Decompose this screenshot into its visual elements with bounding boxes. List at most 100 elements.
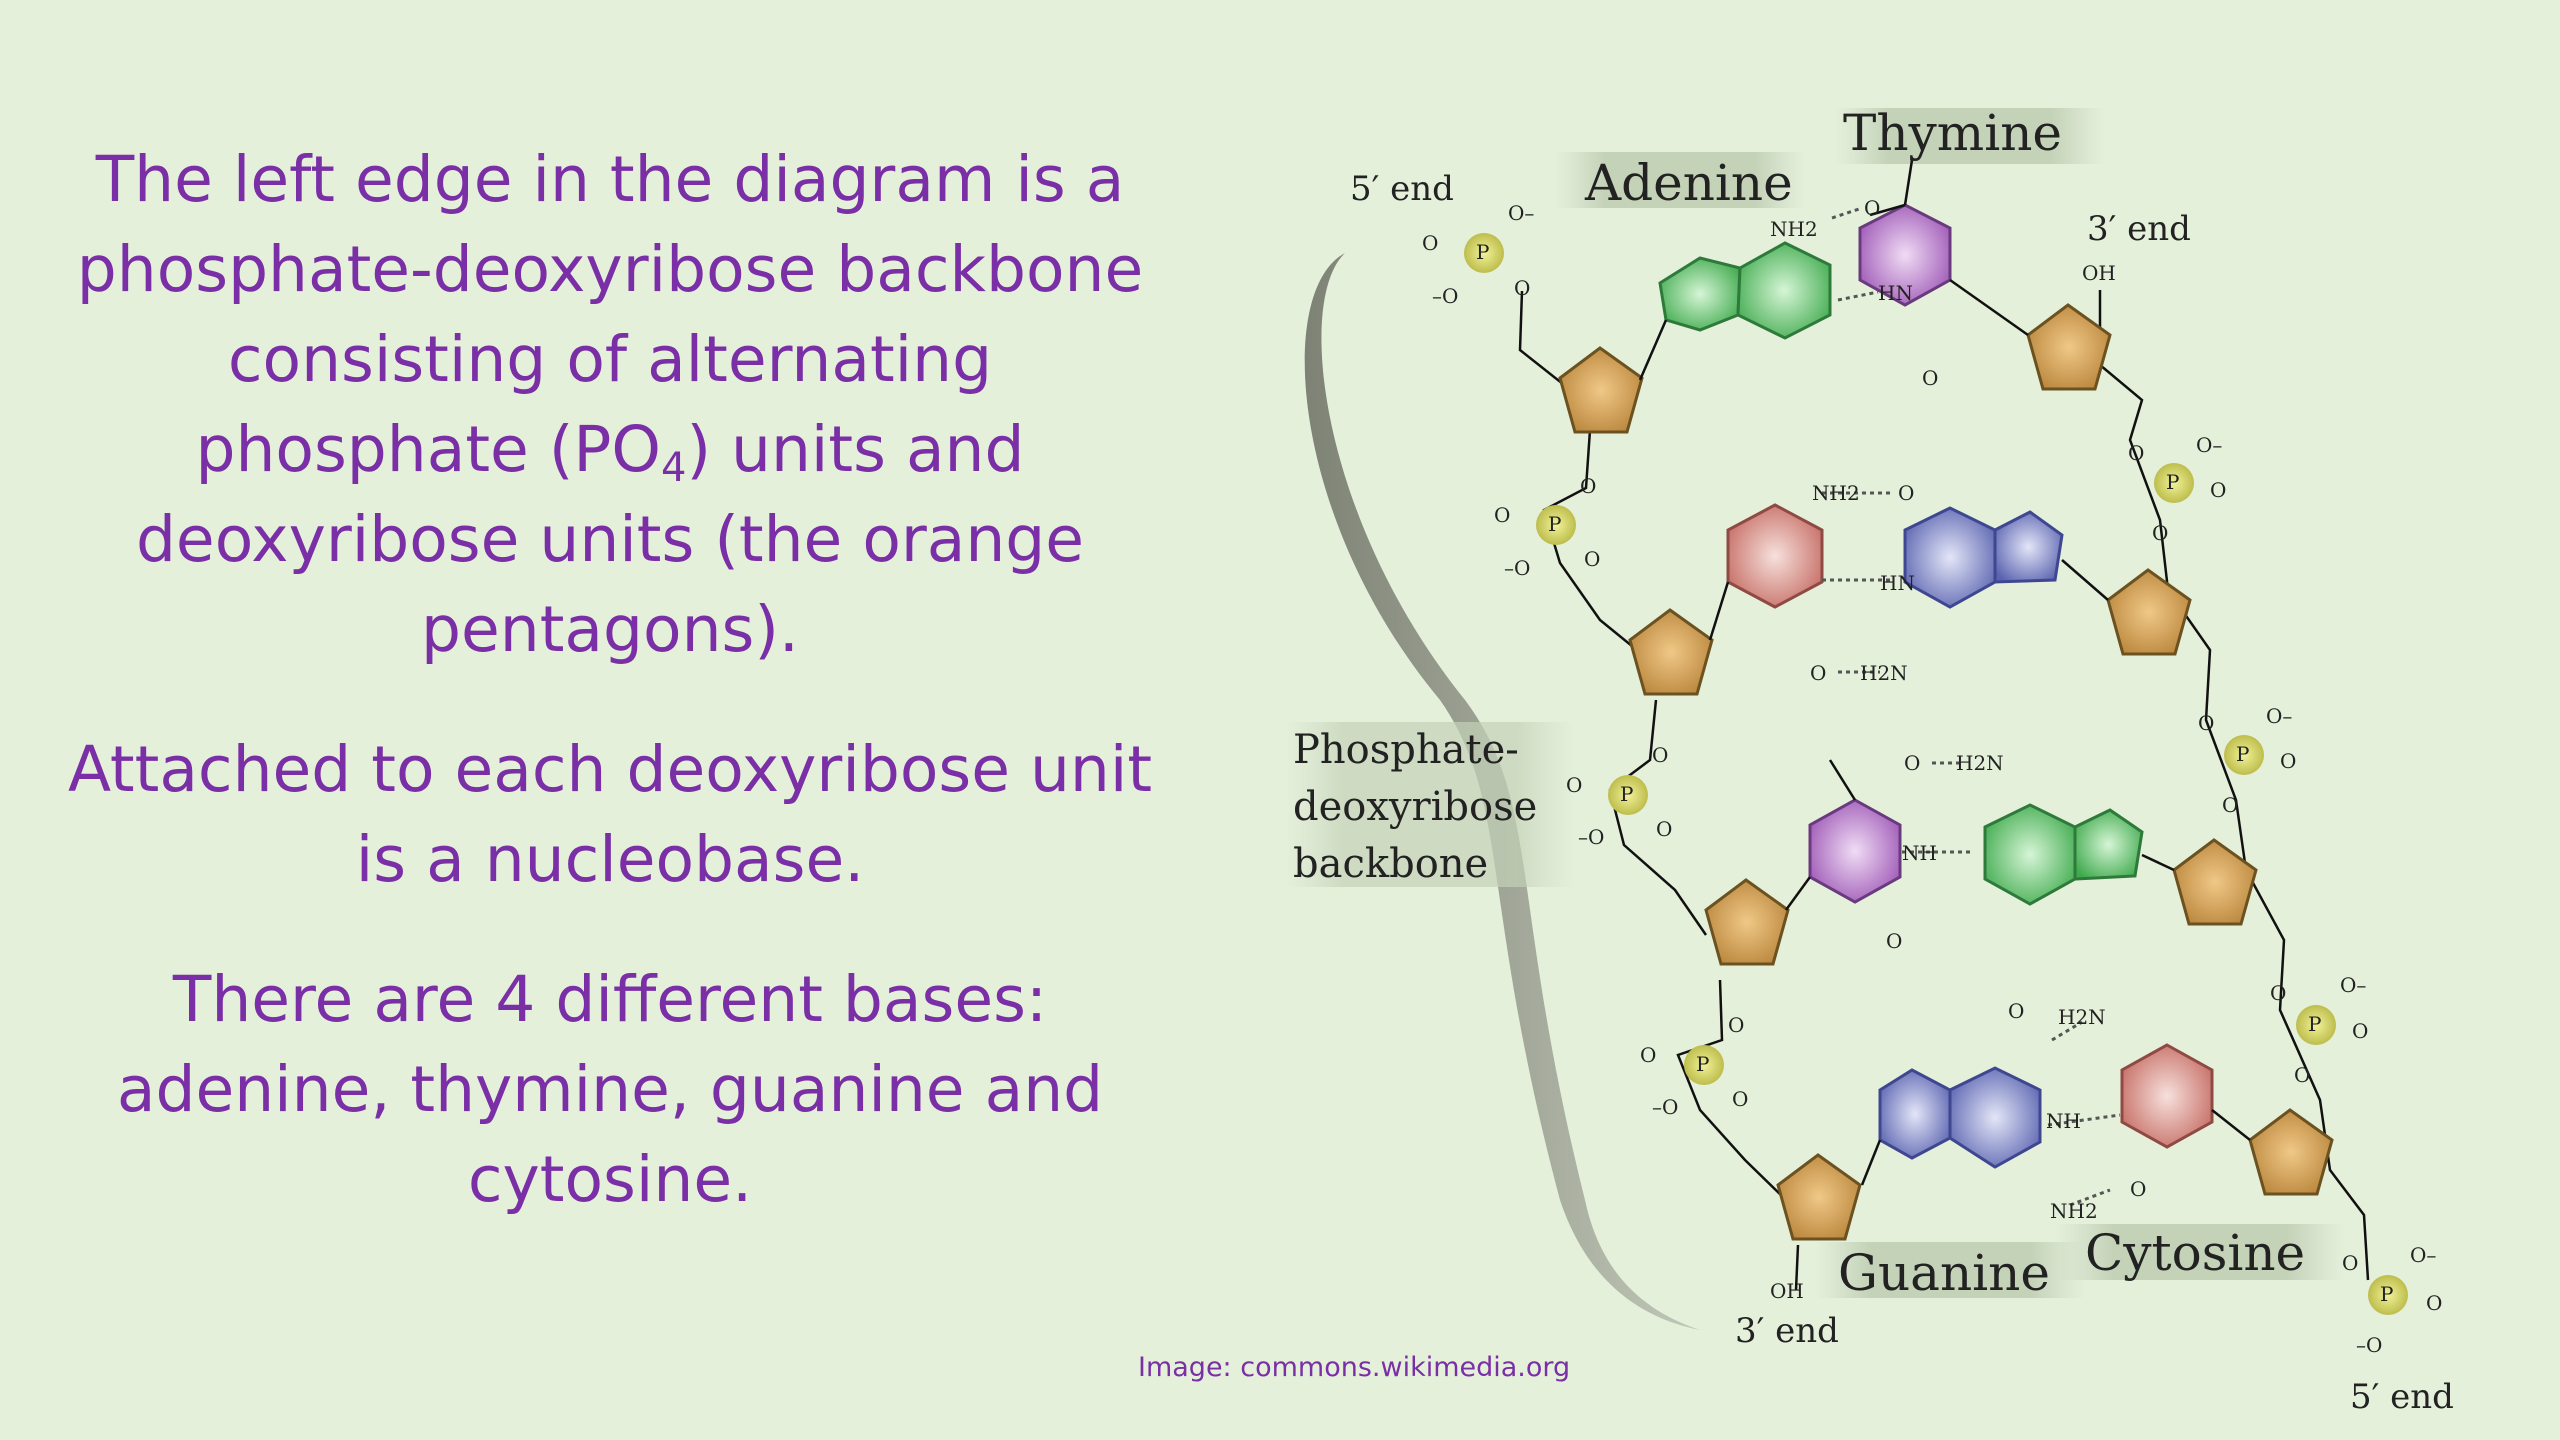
- svg-text:O: O: [1898, 481, 1914, 505]
- svg-text:P: P: [1548, 512, 1561, 536]
- svg-text:O–: O–: [2196, 433, 2222, 457]
- phosphate-1: [1464, 233, 1504, 273]
- svg-text:O: O: [2198, 711, 2214, 735]
- five-prime-end-top: 5′ end: [1350, 169, 1454, 209]
- svg-text:O: O: [1584, 547, 1600, 571]
- dna-diagram: P P P P P P P P O– O –O O O O –O O O O –…: [1285, 104, 2454, 1417]
- sugar-7: [2172, 838, 2258, 926]
- cytosine-label-bg: [2055, 1224, 2345, 1280]
- svg-text:O: O: [1580, 474, 1596, 498]
- svg-text:H2N: H2N: [1956, 751, 2004, 775]
- paragraph-backbone-text: The left edge in the diagram is a phosph…: [76, 143, 1144, 486]
- five-prime-end-bottom: 5′ end: [2350, 1377, 2454, 1417]
- svg-text:–O: –O: [1652, 1095, 1678, 1119]
- svg-text:O–: O–: [2266, 704, 2292, 728]
- base-guanine-1: [1903, 506, 2064, 609]
- svg-text:O–: O–: [2410, 1243, 2436, 1267]
- svg-text:O: O: [1494, 503, 1510, 527]
- phosphate-units: [1464, 233, 2408, 1315]
- phosphate-5: [2154, 463, 2194, 503]
- svg-text:O: O: [1864, 196, 1880, 220]
- svg-text:NH2: NH2: [1770, 217, 1818, 241]
- svg-text:OH: OH: [1770, 1279, 1804, 1303]
- phosphate-8: [2368, 1275, 2408, 1315]
- base-atoms: NH2 O HN O NH2 O HN O H2N O H2N NH O O H…: [1770, 196, 2146, 1223]
- svg-text:P: P: [1476, 240, 1489, 264]
- svg-text:H2N: H2N: [1860, 661, 1908, 685]
- sugar-8: [2248, 1108, 2334, 1196]
- backbone-label-bg: [1285, 722, 1575, 887]
- backbone-label-line2: deoxyribose: [1293, 784, 1537, 830]
- base-guanine-2: [1878, 1066, 2042, 1169]
- paragraph-backbone: The left edge in the diagram is a phosph…: [60, 135, 1160, 675]
- sugar-2: [1628, 608, 1714, 696]
- svg-text:O–: O–: [2340, 973, 2366, 997]
- svg-text:–O: –O: [1432, 284, 1458, 308]
- svg-text:–O: –O: [1578, 825, 1604, 849]
- svg-text:H2N: H2N: [2058, 1005, 2106, 1029]
- svg-text:O: O: [2280, 749, 2296, 773]
- base-cytosine-2: [2120, 1043, 2214, 1149]
- svg-text:O: O: [1728, 1013, 1744, 1037]
- svg-text:HN: HN: [1878, 281, 1913, 305]
- svg-text:O: O: [1810, 661, 1826, 685]
- svg-text:O: O: [2294, 1063, 2310, 1087]
- svg-text:P: P: [2308, 1012, 2321, 1036]
- svg-text:O: O: [1904, 751, 1920, 775]
- svg-text:O: O: [2352, 1019, 2368, 1043]
- sugar-4: [1776, 1153, 1862, 1241]
- backbone-label-line1: Phosphate-: [1293, 727, 1519, 773]
- base-cytosine-1: [1726, 503, 1824, 609]
- paragraph-bases: There are 4 different bases: adenine, th…: [116, 963, 1104, 1216]
- svg-text:O: O: [1514, 276, 1530, 300]
- svg-text:O: O: [2008, 999, 2024, 1023]
- svg-text:O: O: [2342, 1251, 2358, 1275]
- phosphate-3: [1608, 775, 1648, 815]
- svg-text:O: O: [1422, 231, 1438, 255]
- adenine-label-bg: [1555, 152, 1805, 208]
- svg-text:P: P: [1620, 782, 1633, 806]
- sugar-5: [2026, 303, 2112, 391]
- svg-text:O: O: [1656, 817, 1672, 841]
- image-credit: Image: commons.wikimedia.org: [1138, 1352, 1571, 1383]
- sugar-1: [1558, 346, 1644, 434]
- svg-text:–O: –O: [1504, 556, 1530, 580]
- svg-text:HN: HN: [1880, 571, 1915, 595]
- phosphate-atoms: P P P P P P P P O– O –O O O O –O O O O –…: [1422, 201, 2442, 1357]
- svg-text:NH2: NH2: [1812, 481, 1860, 505]
- svg-text:P: P: [2380, 1282, 2393, 1306]
- svg-text:O: O: [2210, 478, 2226, 502]
- svg-text:NH: NH: [1902, 841, 1937, 865]
- base-thymine-2: [1808, 798, 1902, 904]
- sugar-6: [2106, 568, 2192, 656]
- subscript-4: 4: [660, 445, 687, 491]
- three-prime-end-top: 3′ end: [2087, 209, 2191, 249]
- thymine-label: Thymine: [1843, 104, 2062, 162]
- svg-text:O: O: [2128, 441, 2144, 465]
- svg-text:OH: OH: [2082, 261, 2116, 285]
- phosphate-4: [1684, 1045, 1724, 1085]
- paragraph-backbone-text-end: ) units and deoxyribose units (the orang…: [135, 413, 1085, 666]
- phosphate-6: [2224, 735, 2264, 775]
- phosphate-2: [1536, 505, 1576, 545]
- svg-text:O: O: [2130, 1177, 2146, 1201]
- svg-text:O: O: [1640, 1043, 1656, 1067]
- svg-text:O: O: [2270, 981, 2286, 1005]
- svg-text:–O: –O: [2356, 1333, 2382, 1357]
- cytosine-label: Cytosine: [2085, 1224, 2305, 1282]
- base-links: [1638, 159, 2251, 1186]
- paragraph-nucleobase: Attached to each deoxyribose unit is a n…: [67, 733, 1153, 896]
- svg-text:O: O: [1732, 1087, 1748, 1111]
- svg-text:P: P: [2236, 742, 2249, 766]
- svg-text:P: P: [2166, 470, 2179, 494]
- adenine-label: Adenine: [1584, 154, 1793, 212]
- svg-text:O: O: [2152, 521, 2168, 545]
- svg-text:P: P: [1696, 1052, 1709, 1076]
- guanine-label: Guanine: [1838, 1244, 2050, 1302]
- svg-text:O–: O–: [1508, 201, 1534, 225]
- hydrogen-bonds: [1822, 206, 2121, 1207]
- three-prime-end-bottom: 3′ end: [1735, 1311, 1839, 1351]
- svg-text:NH: NH: [2046, 1109, 2081, 1133]
- svg-text:NH2: NH2: [2050, 1199, 2098, 1223]
- base-adenine-2: [1983, 803, 2144, 906]
